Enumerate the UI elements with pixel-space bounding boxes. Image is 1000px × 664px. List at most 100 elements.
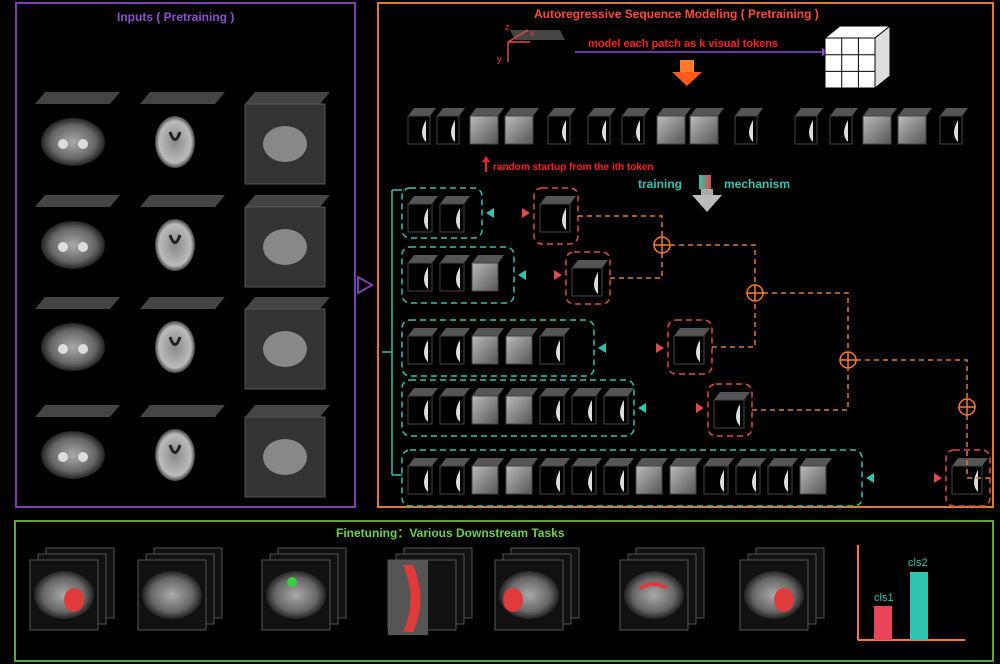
token-detail xyxy=(424,400,428,422)
lesion-mark xyxy=(287,577,297,587)
axis-y-label: y xyxy=(497,54,502,64)
token-detail xyxy=(809,120,813,142)
token-face xyxy=(469,115,499,145)
token-face xyxy=(767,465,793,495)
axis-z-label: z xyxy=(505,22,510,32)
token-detail xyxy=(556,340,560,362)
token-top xyxy=(440,458,470,466)
arrow-head xyxy=(522,208,530,218)
token-face xyxy=(547,115,571,145)
token-face xyxy=(439,335,465,365)
token-top xyxy=(540,196,576,204)
token-top xyxy=(863,108,897,116)
token-face xyxy=(471,335,499,365)
kidney-mark xyxy=(263,331,307,367)
finetuning-thumbnails xyxy=(29,547,825,635)
token-detail xyxy=(424,267,428,289)
cls2-bar xyxy=(910,572,928,640)
ct-slice xyxy=(34,571,94,619)
arrow-head xyxy=(866,473,874,483)
token-detail xyxy=(594,272,598,294)
kidney-mark xyxy=(58,139,68,149)
training-label: training xyxy=(638,177,682,191)
kidney-mark xyxy=(263,126,307,162)
token-detail xyxy=(562,208,566,230)
token-face xyxy=(505,335,533,365)
token-detail xyxy=(556,470,560,492)
token-face xyxy=(669,465,697,495)
loss-connector xyxy=(966,415,990,479)
token-top xyxy=(572,260,608,268)
token-face xyxy=(505,465,533,495)
arrow-head xyxy=(638,403,646,413)
token-face xyxy=(471,262,499,292)
loss-connector xyxy=(752,368,849,411)
ct-slice xyxy=(142,571,202,619)
token-top xyxy=(440,196,470,204)
token-detail xyxy=(424,208,428,230)
token-face xyxy=(407,115,431,145)
mechanism-label: mechanism xyxy=(724,177,790,191)
context-group xyxy=(401,187,483,239)
slab-plane xyxy=(245,405,330,417)
token-face xyxy=(407,395,433,425)
slab-plane xyxy=(140,297,225,309)
token-face xyxy=(571,465,597,495)
token-top xyxy=(506,388,538,396)
token-top xyxy=(472,388,504,396)
token-top xyxy=(408,108,436,116)
token-top xyxy=(768,458,798,466)
training-rows xyxy=(401,187,991,507)
token-face xyxy=(439,395,465,425)
token-detail xyxy=(422,120,426,142)
abdomen-ct-slice xyxy=(41,221,105,269)
ct-slice xyxy=(744,571,804,619)
token-top xyxy=(670,458,702,466)
arrow-head xyxy=(696,403,704,413)
token-top xyxy=(636,458,668,466)
kidney-crop-slice xyxy=(244,308,326,390)
token-top xyxy=(572,458,602,466)
segmentation-mask xyxy=(403,565,421,632)
finetuning-title: Finetuning：Various Downstream Tasks xyxy=(336,526,565,540)
token-face xyxy=(703,465,729,495)
token-top xyxy=(800,458,832,466)
token-top xyxy=(437,108,465,116)
token-detail xyxy=(736,404,740,426)
token-face xyxy=(407,335,433,365)
abdomen-ct-slice xyxy=(41,323,105,371)
token-face xyxy=(799,465,827,495)
token-top xyxy=(604,458,634,466)
token-face xyxy=(471,465,499,495)
token-top xyxy=(704,458,734,466)
cls1-label: cls1 xyxy=(874,592,894,604)
target-token-box xyxy=(707,383,753,437)
token-top xyxy=(408,458,438,466)
token-top xyxy=(540,328,570,336)
open-arrow-icon xyxy=(357,275,375,295)
token-face xyxy=(439,203,465,233)
token-face xyxy=(539,335,565,365)
token-face xyxy=(829,115,853,145)
token-face xyxy=(603,395,629,425)
kidney-mark xyxy=(263,439,307,475)
token-sequence xyxy=(407,108,968,145)
arrow-head xyxy=(656,343,664,353)
arrow-head xyxy=(518,270,526,280)
token-top xyxy=(657,108,691,116)
token-detail xyxy=(424,470,428,492)
brain-mri-slice xyxy=(155,219,195,271)
token-top xyxy=(898,108,932,116)
arrow-head xyxy=(486,208,494,218)
token-detail xyxy=(456,267,460,289)
autoregressive-panel: Autoregressive Sequence Modeling ( Pretr… xyxy=(377,2,994,508)
token-detail xyxy=(752,470,756,492)
token-face xyxy=(407,465,433,495)
token-detail xyxy=(696,340,700,362)
token-top xyxy=(690,108,724,116)
token-top xyxy=(408,328,438,336)
token-face xyxy=(939,115,963,145)
slab-plane xyxy=(245,195,330,207)
arrow-head xyxy=(598,343,606,353)
token-detail xyxy=(784,470,788,492)
